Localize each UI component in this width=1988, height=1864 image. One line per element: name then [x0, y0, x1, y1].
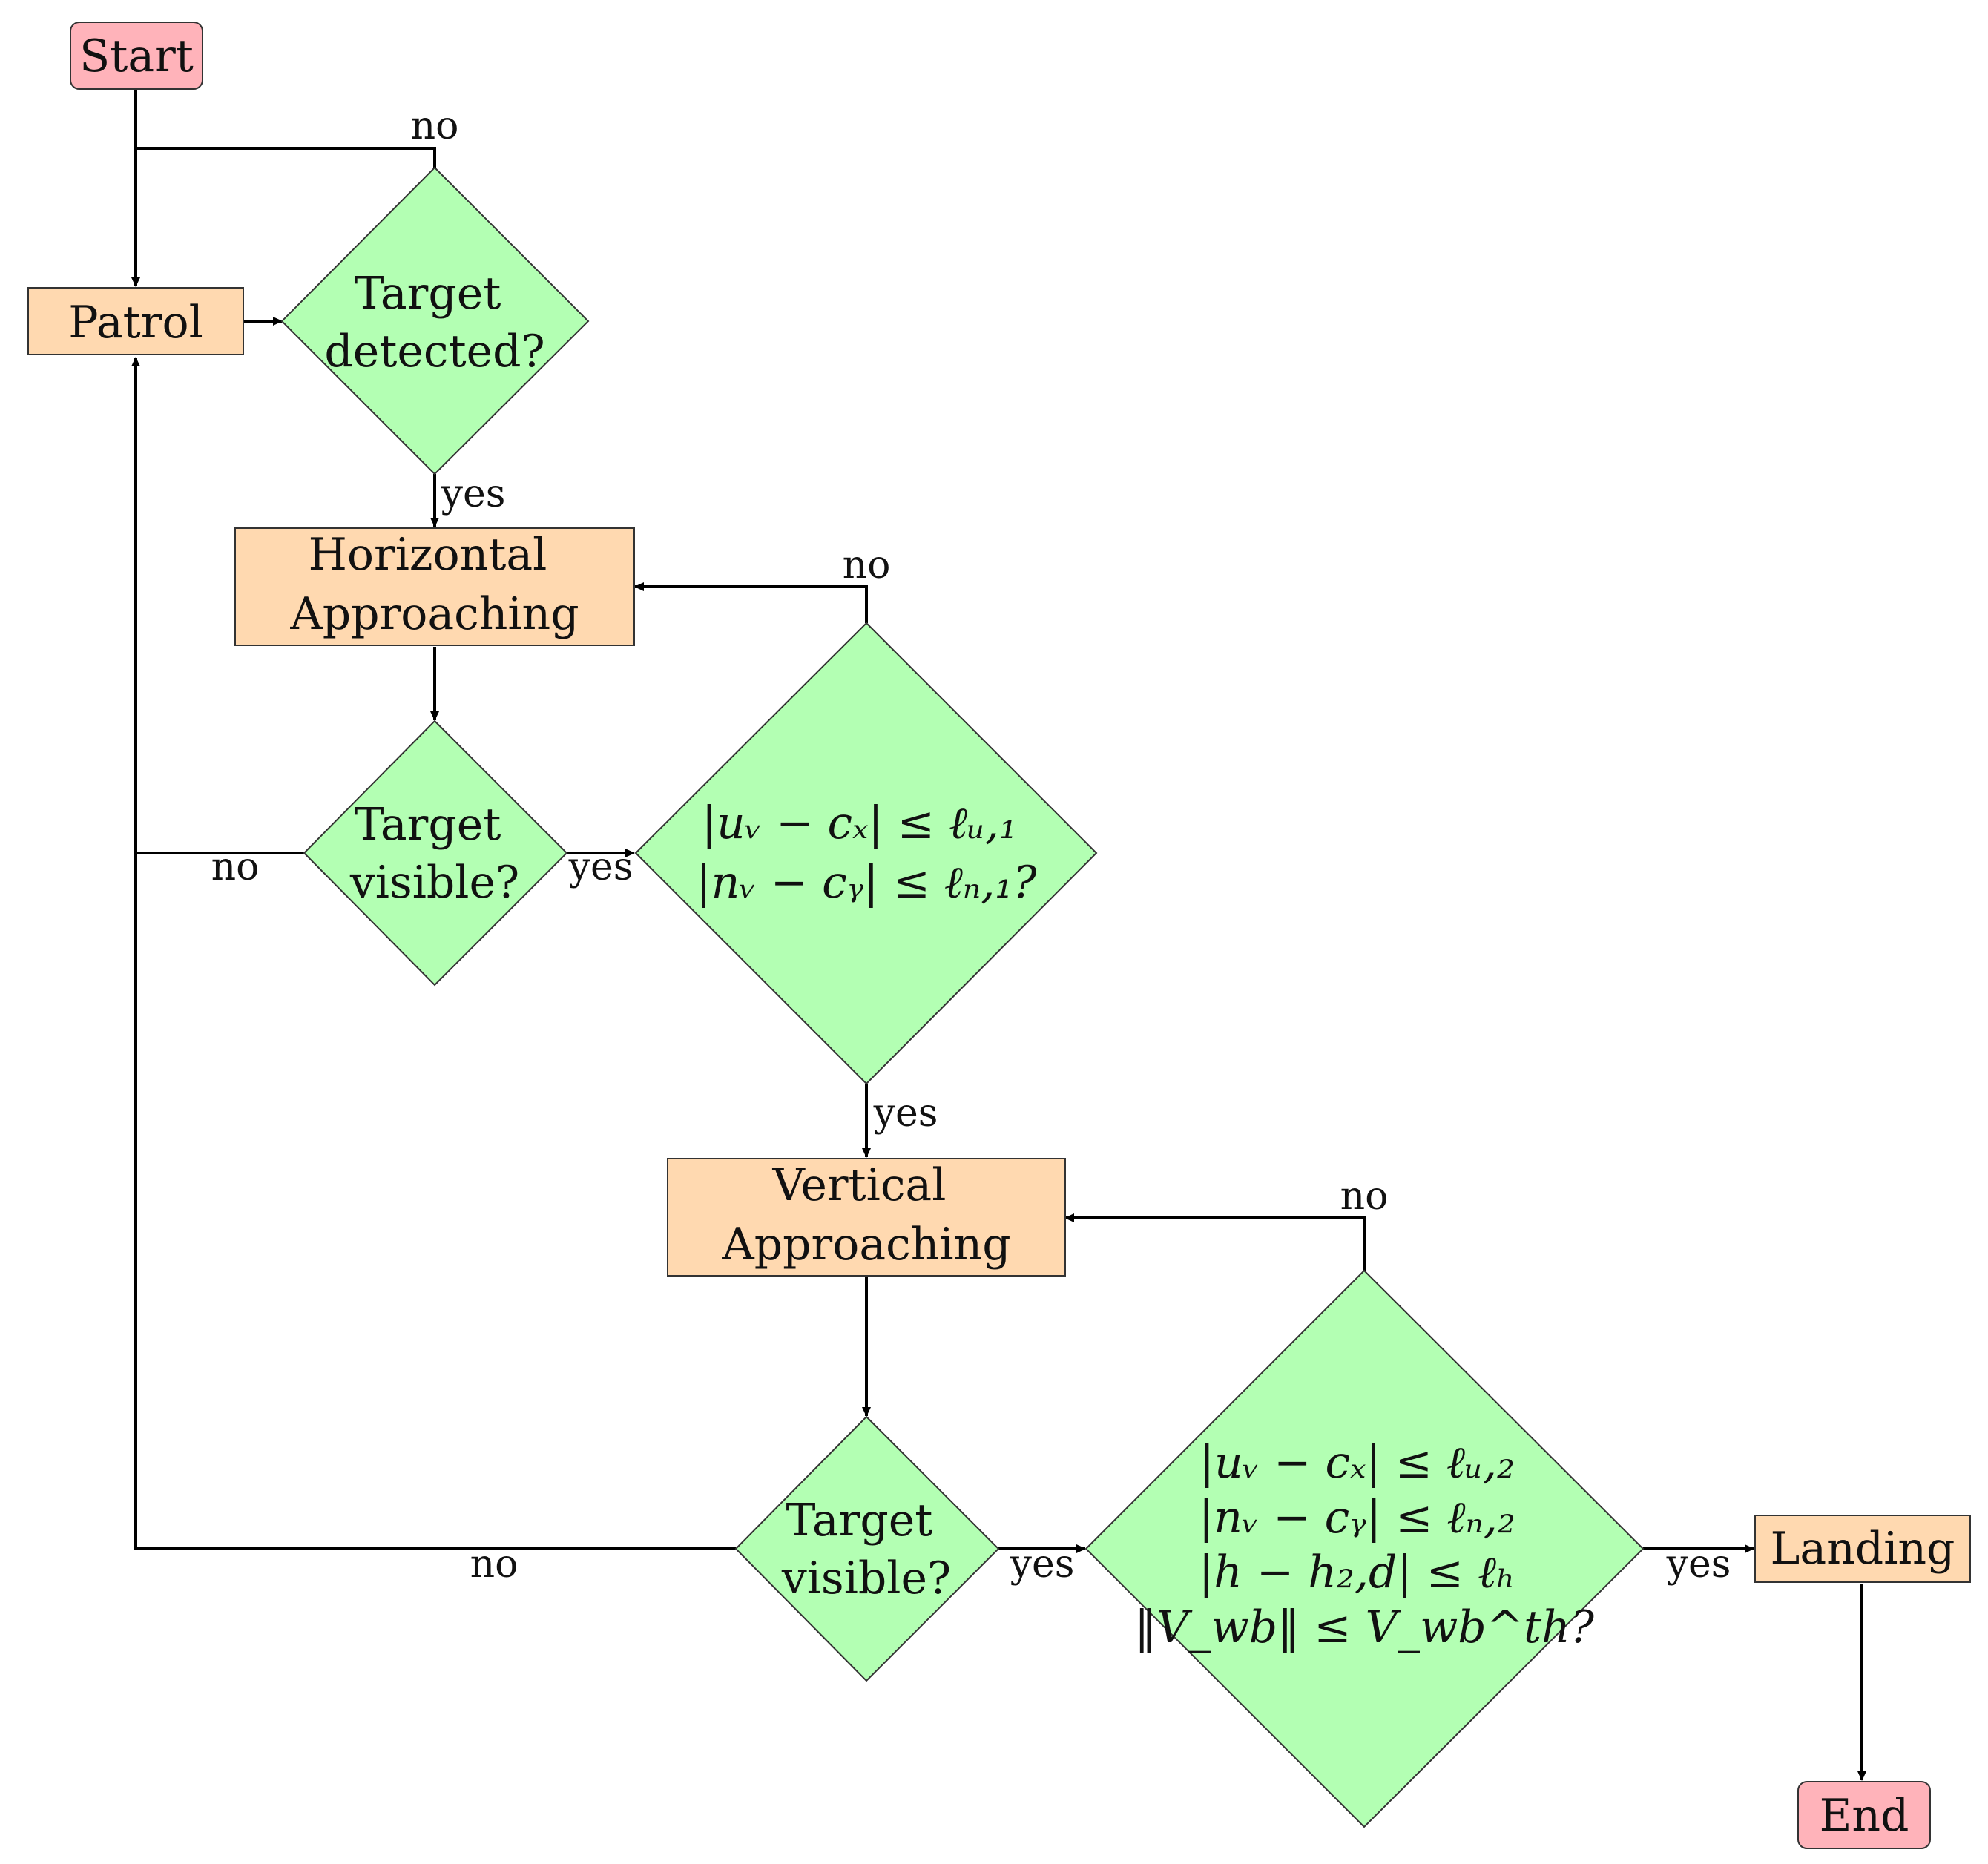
node-horizontal-approaching: Horizontal Approaching — [234, 527, 635, 646]
target-visible-1-diamond — [303, 719, 568, 987]
label-check2-no: no — [1340, 1174, 1389, 1219]
patrol-box — [27, 287, 244, 355]
label-visible1-no: no — [211, 845, 260, 889]
threshold-check-2-label: |uᵥ − cₓ| ≤ ℓᵤ,₂ |nᵥ − cᵧ| ≤ ℓₙ,₂ |h − h… — [1134, 1437, 1595, 1653]
label-visible1-yes: yes — [568, 845, 633, 889]
vertical-approaching-box — [667, 1158, 1066, 1277]
target-detected-diamond — [280, 166, 590, 475]
threshold-check-1-label: |uᵥ − cₓ| ≤ ℓᵤ,₁ |nᵥ − cᵧ| ≤ ℓₙ,₁? — [696, 797, 1037, 909]
edge-labels: no yes no no yes yes no no yes yes — [211, 104, 1731, 1587]
threshold-check-2-diamond — [1084, 1269, 1645, 1828]
horizontal-approaching-label: Horizontal Approaching — [289, 529, 579, 640]
end-terminal — [1797, 1781, 1931, 1849]
node-patrol: Patrol — [27, 287, 244, 355]
start-terminal — [70, 22, 203, 90]
node-start: Start — [70, 22, 203, 90]
label-check1-no: no — [843, 543, 891, 587]
edge-check2-no-to-vertical — [1064, 1213, 1366, 1271]
node-target-visible-1: Target visible? — [303, 719, 568, 987]
edges — [131, 90, 1866, 1781]
label-visible2-yes: yes — [1010, 1542, 1075, 1587]
edge-check1-no-to-horizontal — [634, 582, 868, 623]
edge-visible2-no-to-patrol — [134, 853, 736, 1550]
horizontal-approaching-box — [234, 527, 635, 646]
node-target-detected: Target detected? — [280, 166, 590, 475]
label-detected-yes: yes — [441, 472, 506, 516]
label-check1-yes: yes — [873, 1091, 938, 1136]
landing-box — [1754, 1515, 1971, 1583]
node-vertical-approaching: Vertical Approaching — [667, 1158, 1066, 1277]
node-end: End — [1797, 1781, 1931, 1849]
node-threshold-check-2: |uᵥ − cₓ| ≤ ℓᵤ,₂ |nᵥ − cᵧ| ≤ ℓₙ,₂ |h − h… — [1084, 1269, 1645, 1828]
end-label: End — [1820, 1790, 1909, 1842]
label-visible2-no: no — [470, 1542, 519, 1587]
vertical-approaching-label: Vertical Approaching — [721, 1159, 1010, 1271]
node-target-visible-2: Target visible? — [734, 1415, 1000, 1682]
node-threshold-check-1: |uᵥ − cₓ| ≤ ℓᵤ,₁ |nᵥ − cᵧ| ≤ ℓₙ,₁? — [634, 622, 1098, 1085]
nodes: Start Patrol Target detected? Horizontal… — [27, 22, 1971, 1849]
start-label: Start — [79, 30, 194, 82]
node-landing: Landing — [1754, 1515, 1971, 1583]
label-check2-yes: yes — [1666, 1542, 1731, 1587]
target-visible-2-label: Target visible? — [781, 1495, 951, 1604]
threshold-check-1-diamond — [634, 622, 1098, 1085]
target-detected-label: Target detected? — [324, 268, 544, 378]
label-detected-no: no — [411, 104, 459, 148]
target-visible-2-diamond — [734, 1415, 1000, 1682]
edge-detected-no-to-patrol — [136, 147, 436, 168]
landing-label: Landing — [1771, 1523, 1955, 1575]
patrol-label: Patrol — [68, 297, 203, 349]
target-visible-1-label: Target visible? — [349, 799, 519, 909]
